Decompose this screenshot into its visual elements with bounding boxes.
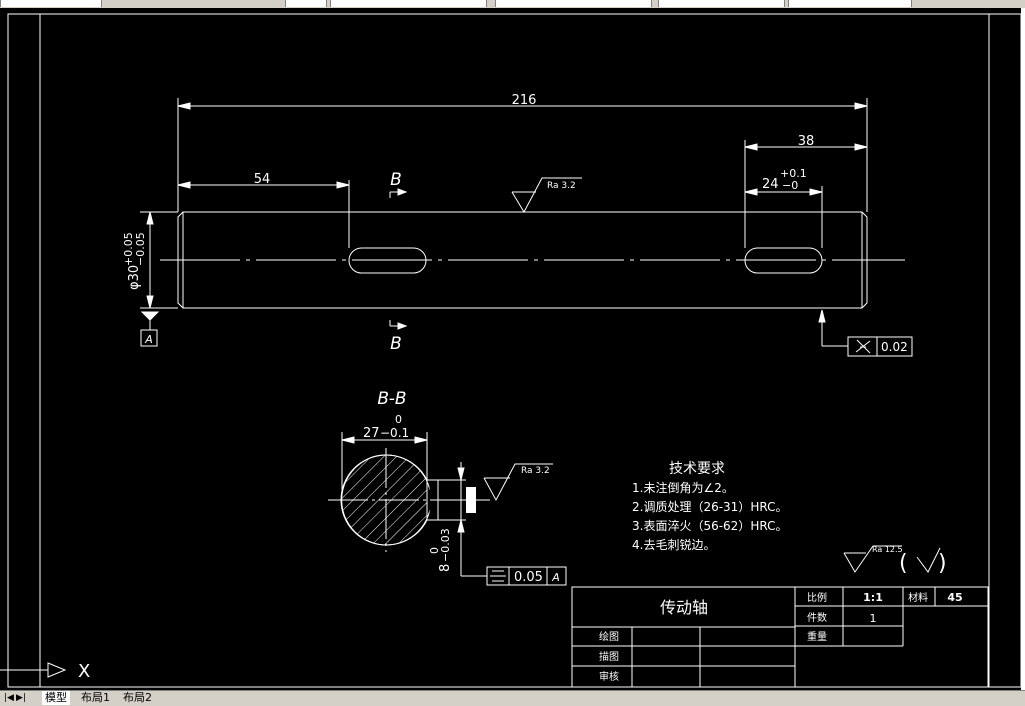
lineweight-dropdown[interactable] <box>658 0 785 7</box>
section-title: B-B <box>377 389 406 409</box>
dim-diameter-lower-tol: −0.05 <box>134 232 147 266</box>
count-value: 1 <box>870 612 877 625</box>
roughness-paren-open: ( <box>899 551 908 576</box>
symmetry-datum: A <box>551 571 560 584</box>
material-label: 材料 <box>908 591 928 604</box>
layer-dropdown[interactable] <box>0 0 102 7</box>
roughness-keyway-text: Ra 3.2 <box>521 466 550 476</box>
section-depth-tol: −0.1 <box>380 426 409 440</box>
dim-24-lower-tol: −0 <box>782 179 798 192</box>
section-depth-upper: 0 <box>395 413 402 426</box>
tab-model[interactable]: 模型 <box>42 691 70 705</box>
toolbar-icons[interactable] <box>285 0 327 7</box>
scale-value: 1:1 <box>863 591 883 604</box>
shaft-main-view <box>160 211 905 309</box>
tech-req-item: 2.调质处理（26-31）HRC。 <box>632 500 787 514</box>
tech-req-item: 4.去毛刺锐边。 <box>632 538 715 552</box>
color-dropdown[interactable] <box>330 0 487 7</box>
title-block <box>571 586 989 688</box>
dim-54-text: 54 <box>254 172 271 187</box>
roughness-surface-text: Ra 3.2 <box>547 181 576 191</box>
dim-keyway-length <box>744 186 823 248</box>
count-label: 件数 <box>807 611 827 624</box>
tech-req-title: 技术要求 <box>669 461 725 477</box>
drawing-canvas[interactable]: 216 54 38 24 +0.1 −0 φ30 +0.05 −0.05 A B… <box>0 8 1025 690</box>
dim-38-text: 38 <box>798 134 815 149</box>
tech-req-item: 3.表面淬火（56-62）HRC。 <box>632 518 787 533</box>
linetype-dropdown[interactable] <box>495 0 652 7</box>
vertical-scrollbar[interactable] <box>1021 8 1025 690</box>
dim-24-upper-tol: +0.1 <box>780 167 807 180</box>
dim-diameter-upper-tol: +0.05 <box>122 232 135 266</box>
dim-24-text: 24 <box>762 177 779 192</box>
key-width-tol: −0.03 <box>439 528 452 562</box>
key-width-upper: 0 <box>428 547 441 554</box>
symmetry-value: 0.05 <box>514 570 543 585</box>
ucs-x-label: X <box>78 661 90 682</box>
inner-border <box>39 13 990 688</box>
section-marker-top: B <box>390 170 402 190</box>
dim-overall-length <box>177 98 868 212</box>
outer-border <box>7 13 1022 688</box>
top-toolbar-strip <box>0 0 1025 8</box>
next-tab-icon[interactable]: ▶| <box>16 693 26 703</box>
roughness-general-text: Ra 12.5 <box>872 545 903 554</box>
material-value: 45 <box>947 591 962 604</box>
scale-label: 比例 <box>807 591 827 604</box>
drawn-label: 绘图 <box>599 630 619 643</box>
dim-diameter-text: φ30 <box>127 265 142 290</box>
traced-label: 描图 <box>599 650 619 663</box>
tab-layout1[interactable]: 布局1 <box>81 691 110 704</box>
runout-tolerance <box>818 309 913 357</box>
datum-a-label: A <box>144 333 153 346</box>
weight-label: 重量 <box>807 630 827 643</box>
tab-layout2[interactable]: 布局2 <box>123 691 152 704</box>
roughness-paren-close: ) <box>938 551 947 576</box>
layout-tab-bar: |◀ ▶| 模型 布局1 布局2 <box>0 690 1025 706</box>
checked-label: 审核 <box>599 670 619 683</box>
dim-left-keyway <box>177 180 350 248</box>
part-name: 传动轴 <box>660 598 708 617</box>
roughness-general <box>843 545 941 573</box>
section-depth-text: 27 <box>363 426 380 441</box>
plotstyle-dropdown[interactable] <box>788 0 912 7</box>
ucs-icon <box>0 662 67 678</box>
runout-value: 0.02 <box>881 340 908 354</box>
section-cut-markers <box>389 188 408 330</box>
datum-a-box <box>140 329 158 347</box>
dim-diameter <box>140 211 178 347</box>
roughness-symbol-surface <box>511 177 582 214</box>
first-tab-icon[interactable]: |◀ <box>4 693 14 703</box>
section-marker-bottom: B <box>390 334 402 354</box>
section-view <box>328 432 567 586</box>
key-width-text: 8 <box>438 564 453 572</box>
dim-right-keyway <box>744 140 868 248</box>
tech-req-item: 1.未注倒角为∠2。 <box>632 480 734 495</box>
dim-216-text: 216 <box>512 93 537 108</box>
